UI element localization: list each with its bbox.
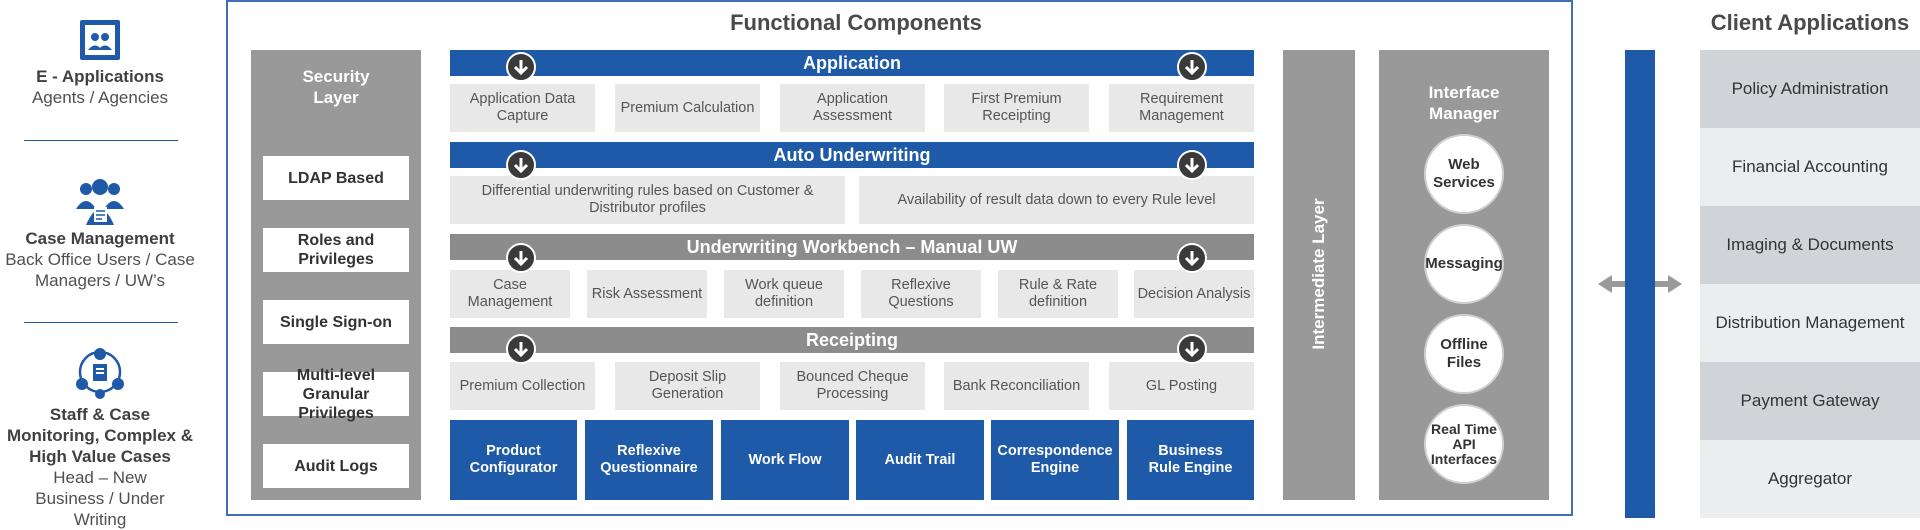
divider (24, 140, 178, 141)
section-cell: Requirement Management (1109, 84, 1254, 132)
section-cell: Differential underwriting rules based on… (450, 176, 845, 224)
section-cell: Premium Collection (450, 362, 595, 410)
team-icon (74, 175, 126, 227)
section-bar-application: Application (450, 50, 1254, 76)
section-cell: First Premium Receipting (944, 84, 1089, 132)
section-bar-auto-underwriting: Auto Underwriting (450, 142, 1254, 168)
section-cell: Application Assessment (780, 84, 925, 132)
section-cell: Availability of result data down to ever… (859, 176, 1254, 224)
down-arrow-icon (506, 150, 536, 180)
user-title: Case Management (25, 229, 175, 248)
module-audit-trail: Audit Trail (856, 420, 984, 500)
user-group-case-management: Case Management Back Office Users / Case… (0, 228, 200, 291)
user-subtitle: Head – New Business / Under Writing (35, 468, 165, 529)
interface-real-time-api: Real Time API Interfaces (1424, 404, 1504, 484)
down-arrow-icon (1177, 52, 1207, 82)
down-arrow-icon (1177, 150, 1207, 180)
down-arrow-icon (506, 243, 536, 273)
module-product-configurator: Product Configurator (450, 420, 577, 500)
interface-manager-title: Interface Manager (1428, 83, 1500, 123)
client-financial-accounting: Financial Accounting (1700, 128, 1920, 206)
client-aggregator: Aggregator (1700, 440, 1920, 518)
section-cell: Application Data Capture (450, 84, 595, 132)
interface-messaging: Messaging (1424, 224, 1504, 304)
module-work-flow: Work Flow (721, 420, 849, 500)
client-policy-administration: Policy Administration (1700, 50, 1920, 128)
section-cell: GL Posting (1109, 362, 1254, 410)
client-payment-gateway: Payment Gateway (1700, 362, 1920, 440)
down-arrow-icon (506, 334, 536, 364)
security-item: Multi-level Granular Privileges (263, 367, 409, 422)
functional-components-title: Functional Components (730, 10, 982, 35)
divider (24, 322, 178, 323)
section-cell: Bank Reconciliation (944, 362, 1089, 410)
security-item: Single Sign-on (263, 300, 409, 344)
intermediate-layer-label: Intermediate Layer (1309, 198, 1328, 350)
security-item: Roles and Privileges (263, 228, 409, 272)
module-reflexive-questionnaire: Reflexive Questionnaire (585, 420, 713, 500)
integration-bus (1625, 50, 1655, 518)
user-title: E - Applications (36, 67, 164, 86)
security-item: Audit Logs (263, 444, 409, 488)
section-cell: Risk Assessment (587, 270, 707, 318)
security-layer-panel (251, 50, 421, 500)
contacts-icon (80, 20, 120, 60)
user-title: Staff & Case Monitoring, Complex & High … (6, 405, 194, 466)
interface-web-services: Web Services (1424, 134, 1504, 214)
section-bar-receipting: Receipting (450, 327, 1254, 353)
down-arrow-icon (1177, 243, 1207, 273)
module-correspondence-engine: Correspondence Engine (991, 420, 1119, 500)
functional-components-frame (226, 0, 1573, 516)
security-item: LDAP Based (263, 156, 409, 200)
user-group-e-applications: E - Applications Agents / Agencies (0, 66, 200, 108)
section-cell: Case Management (450, 270, 570, 318)
section-cell: Decision Analysis (1134, 270, 1254, 318)
security-layer-title: Security Layer (302, 67, 370, 107)
section-cell: Rule & Rate definition (998, 270, 1118, 318)
user-group-staff-monitoring: Staff & Case Monitoring, Complex & High … (0, 404, 200, 530)
section-bar-underwriting-workbench: Underwriting Workbench – Manual UW (450, 234, 1254, 260)
client-applications-title: Client Applications (1710, 10, 1910, 35)
interface-offline-files: Offline Files (1424, 314, 1504, 394)
user-subtitle: Back Office Users / Case Managers / UW’s (5, 250, 195, 290)
section-cell: Premium Calculation (615, 84, 760, 132)
section-cell: Reflexive Questions (861, 270, 981, 318)
client-distribution-management: Distribution Management (1700, 284, 1920, 362)
down-arrow-icon (506, 52, 536, 82)
intermediate-layer-panel (1283, 50, 1355, 500)
section-cell: Bounced Cheque Processing (780, 362, 925, 410)
section-cell: Work queue definition (724, 270, 844, 318)
user-subtitle: Agents / Agencies (31, 88, 169, 107)
network-icon (74, 346, 126, 400)
module-business-rule-engine: Business Rule Engine (1127, 420, 1254, 500)
section-cell: Deposit Slip Generation (615, 362, 760, 410)
down-arrow-icon (1177, 334, 1207, 364)
client-imaging-documents: Imaging & Documents (1700, 206, 1920, 284)
